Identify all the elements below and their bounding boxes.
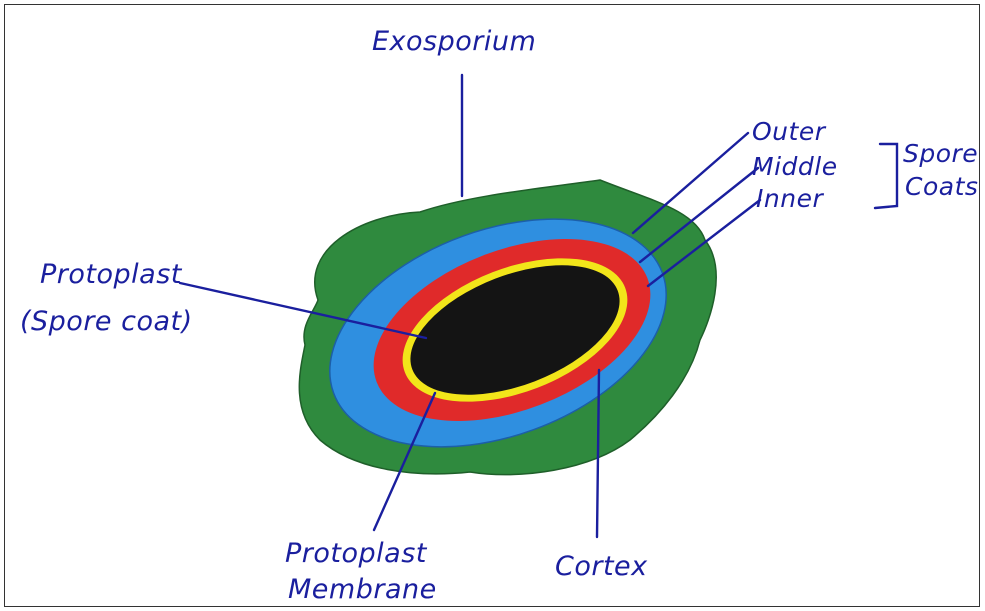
spore-coats-label-line1: Spore <box>903 139 978 168</box>
spore-coats-label-line2: Coats <box>905 172 978 201</box>
exosporium-label: Exosporium <box>372 26 536 57</box>
protoplast-label-line1: Protoplast <box>40 259 183 290</box>
spore-coats-bracket <box>875 144 897 208</box>
cortex-label: Cortex <box>555 551 648 582</box>
outer-leader <box>633 133 748 233</box>
protoplast-membrane-label-line1: Protoplast <box>285 538 428 569</box>
outer-label: Outer <box>752 117 827 146</box>
inner-label: Inner <box>756 184 824 213</box>
middle-label: Middle <box>752 152 838 181</box>
protoplast-label-line2: (Spore coat) <box>20 306 193 337</box>
protoplast-membrane-label-line2: Membrane <box>288 574 437 605</box>
spore-body <box>298 176 716 489</box>
